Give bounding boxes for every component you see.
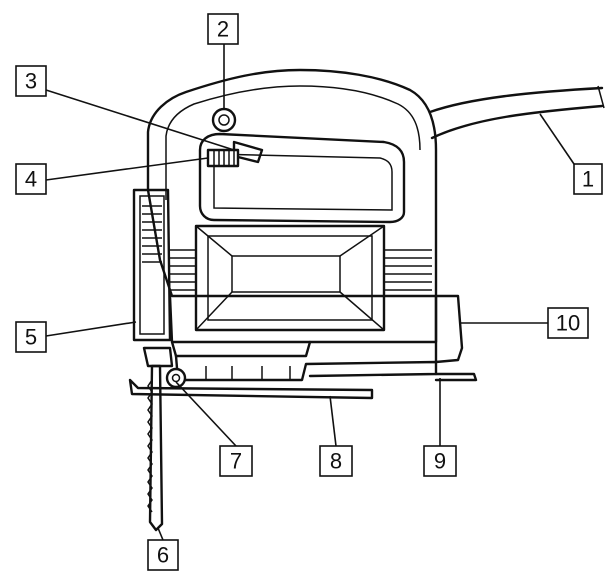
callout-label-7: 7 xyxy=(230,449,242,474)
leader-6 xyxy=(157,527,164,541)
speed-control-wheel xyxy=(206,148,240,168)
vent-slots-left xyxy=(170,249,196,291)
saw-blade xyxy=(147,364,164,532)
leader-7 xyxy=(175,381,237,447)
callout-label-2: 2 xyxy=(217,17,229,42)
handle-opening xyxy=(198,132,406,224)
callout-9: 9 xyxy=(423,445,457,477)
callout-1: 1 xyxy=(573,163,603,195)
callout-label-3: 3 xyxy=(25,69,37,94)
leader-1 xyxy=(539,113,575,165)
callout-label-9: 9 xyxy=(434,449,446,474)
lock-on-button xyxy=(211,107,237,133)
callout-3: 3 xyxy=(15,65,47,97)
callout-label-4: 4 xyxy=(25,167,37,192)
callout-label-5: 5 xyxy=(25,325,37,350)
callout-label-10: 10 xyxy=(556,311,580,336)
dust-extraction-port xyxy=(434,294,464,364)
callout-4: 4 xyxy=(15,163,47,195)
motor-panel xyxy=(194,224,386,332)
callout-label-6: 6 xyxy=(157,543,169,568)
callout-6: 6 xyxy=(147,539,179,571)
callout-7: 7 xyxy=(219,445,253,477)
parallel-guide xyxy=(434,372,478,382)
callout-5: 5 xyxy=(15,321,47,353)
vent-slots-right xyxy=(384,249,432,291)
leader-lines xyxy=(45,44,575,541)
callout-label-1: 1 xyxy=(582,167,594,192)
blade-clamp xyxy=(142,346,187,389)
leader-4 xyxy=(45,157,209,181)
callout-label-8: 8 xyxy=(330,449,342,474)
leader-5 xyxy=(45,321,137,337)
leader-8 xyxy=(329,395,337,447)
main-housing xyxy=(146,68,438,298)
leader-3 xyxy=(45,89,235,151)
blade-guard-housing xyxy=(132,188,172,342)
power-cord xyxy=(428,86,604,114)
callout-2: 2 xyxy=(207,13,239,45)
callout-8: 8 xyxy=(319,445,353,477)
callout-10: 10 xyxy=(547,307,589,339)
